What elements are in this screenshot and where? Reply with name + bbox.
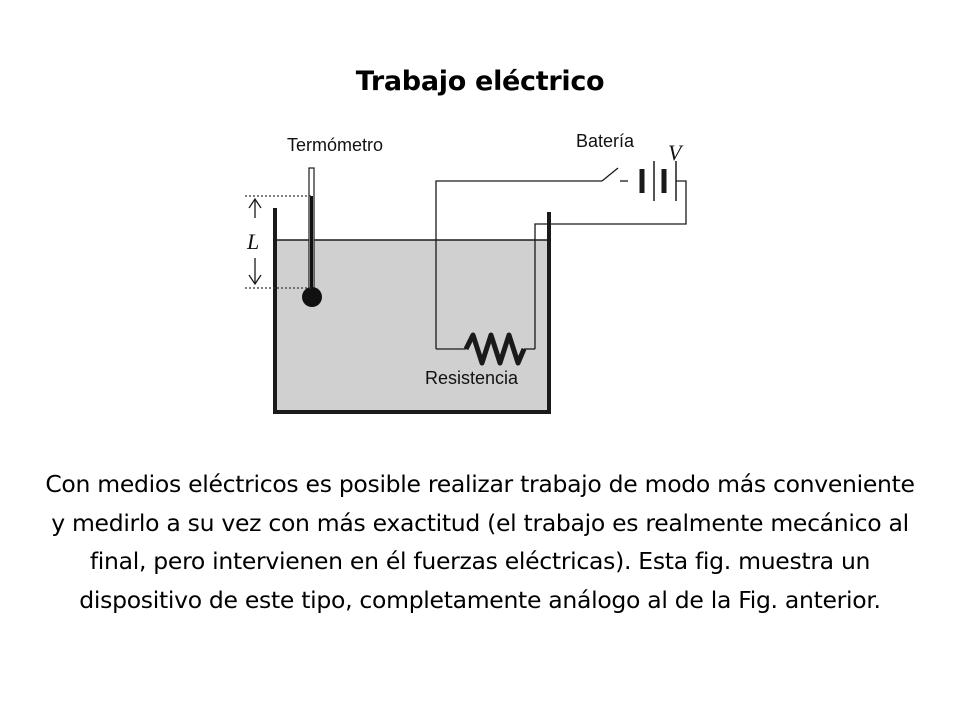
- body-paragraph: Con medios eléctricos es posible realiza…: [45, 470, 915, 614]
- wire-right: [534, 180, 687, 349]
- thermometer-bulb: [302, 287, 322, 307]
- resistor-coil: [463, 332, 527, 366]
- container: [273, 208, 551, 414]
- diagram-svg: L Termómetro Batería V Resistencia: [245, 131, 687, 414]
- switch-blade: [601, 167, 619, 182]
- thermometer-column: [310, 196, 313, 296]
- liquid: [277, 240, 547, 412]
- height-label: L: [246, 229, 259, 254]
- resistor-label: Resistencia: [425, 368, 519, 388]
- voltage-label: V: [668, 140, 684, 165]
- wire-left: [435, 180, 602, 349]
- slide-title: Trabajo eléctrico: [355, 66, 605, 97]
- battery-label: Batería: [576, 131, 635, 151]
- thermometer-label: Termómetro: [287, 135, 383, 155]
- electric-work-diagram: L Termómetro Batería V Resistencia: [230, 118, 710, 418]
